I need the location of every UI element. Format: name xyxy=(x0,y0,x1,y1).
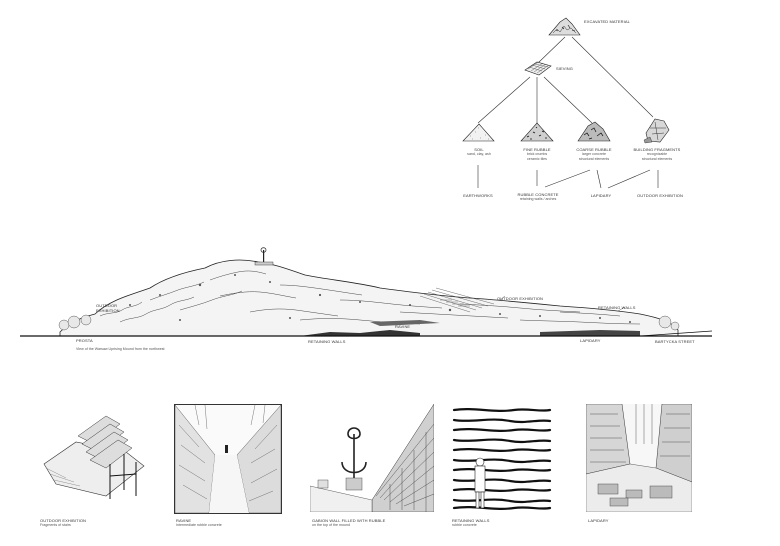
anchor-monument-icon xyxy=(341,427,367,478)
branch-soil-title: SOIL xyxy=(474,147,484,152)
use-lapidary: LAPIDARY xyxy=(590,193,612,198)
label-lapidary: LAPIDARY xyxy=(580,338,601,343)
vignette-retaining-walls xyxy=(452,404,552,512)
vignette-ravine-title: RAVINE xyxy=(176,518,192,523)
branch-fragments-title: BUILDING FRAGMENTS xyxy=(633,147,681,152)
branch-soil-sub: sand, clay, ash xyxy=(467,152,491,156)
fine-rubble-icon xyxy=(520,122,554,142)
vignette-outdoor-exhibition xyxy=(36,404,154,508)
branch-fragments-sub: recognizable structural elements xyxy=(641,152,673,161)
vignette-outdoor-exhibition-sub: Fragments of stairs xyxy=(40,523,71,527)
person-figure xyxy=(474,457,486,509)
mound-silhouette xyxy=(59,259,679,337)
label-ravine: RAVINE xyxy=(395,324,411,329)
excavated-pile-icon xyxy=(548,17,581,36)
branch-fine-title: FINE RUBBLE xyxy=(523,147,551,152)
use-outdoor-exhibition: OUTDOOR EXHIBITION xyxy=(636,193,684,198)
label-bartycka: BARTYCKA STREET xyxy=(655,339,695,344)
sieving-label: SIEVING xyxy=(556,66,573,71)
vignette-outdoor-exhibition-title: OUTDOOR EXHIBITION xyxy=(40,518,87,523)
vignette-lapidary xyxy=(586,404,692,512)
label-retaining-walls-bottom: RETAINING WALLS xyxy=(308,339,346,344)
label-retaining-walls-right: RETAINING WALLS xyxy=(598,305,636,310)
vignette-ravine xyxy=(174,404,282,514)
use-earthworks: EARTHWORKS xyxy=(463,193,493,198)
excavated-material-label: EXCAVATED MATERIAL xyxy=(584,19,630,24)
vignette-lapidary-title: LAPIDARY xyxy=(588,518,609,523)
vignette-ravine-sub: Intermediate rubble concrete xyxy=(176,523,222,527)
vignette-gabion-title: GABION WALL FILLED WITH RUBBLE xyxy=(312,518,386,523)
coarse-rubble-icon xyxy=(577,121,611,142)
vignette-gabion-wall xyxy=(310,404,434,512)
vignette-retaining-sub: rubble concrete xyxy=(452,523,477,527)
label-prosta: PROSTA xyxy=(76,338,93,343)
label-outdoor-exhibition-left: OUTDOOR EXHIBITION xyxy=(96,303,120,313)
use-rubble-concrete-sub: retaining walls / arches xyxy=(519,197,557,201)
building-fragments-icon xyxy=(643,118,670,144)
section-caption: View of the Warsaw Uprising Mound from t… xyxy=(76,347,165,351)
anchor-monument-icon xyxy=(254,247,274,266)
sieve-icon xyxy=(524,60,552,76)
label-outdoor-exhibition-right: OUTDOOR EXHIBITION xyxy=(497,296,544,301)
branch-coarse-title: COARSE RUBBLE xyxy=(576,147,612,152)
vignette-retaining-title: RETAINING WALLS xyxy=(452,518,490,523)
vignette-gabion-sub: on the top of the mound xyxy=(312,523,350,527)
branch-coarse-sub: larger concrete structural elements xyxy=(578,152,610,161)
branch-fine-sub: brick crumbs ceramic tiles xyxy=(526,152,548,161)
use-rubble-concrete: RUBBLE CONCRETE xyxy=(517,192,559,197)
trees xyxy=(58,314,680,331)
soil-pile-icon xyxy=(462,123,495,142)
